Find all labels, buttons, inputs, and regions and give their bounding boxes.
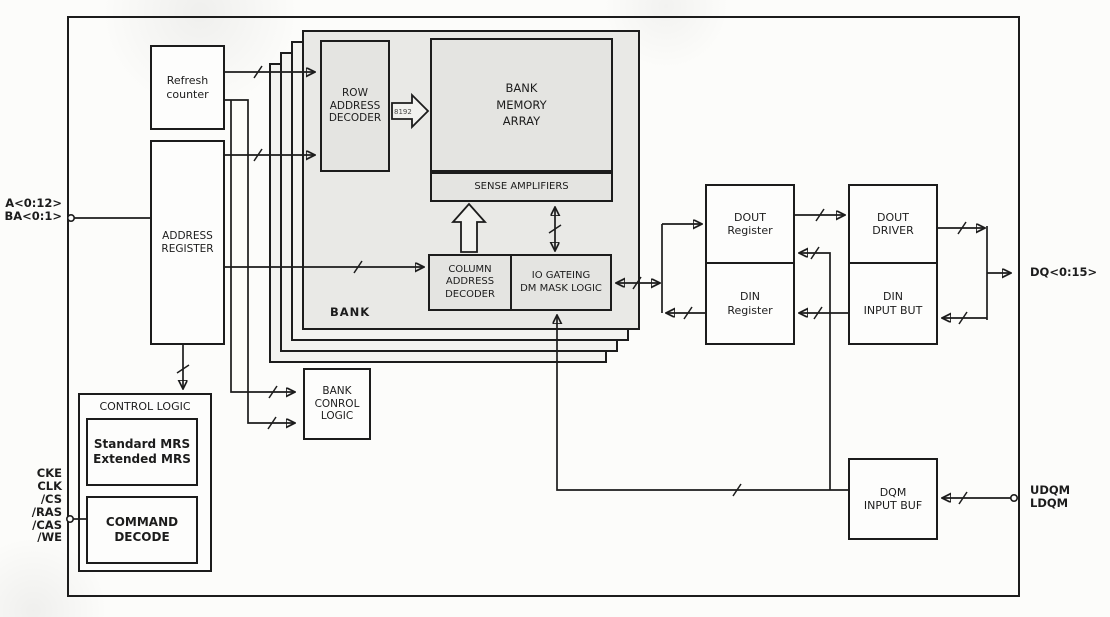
bank-tag-label: BANK xyxy=(330,305,371,319)
dqm-input-buf-block: DQM INPUT BUF xyxy=(848,458,938,540)
din-input-buf-block: DIN INPUT BUT xyxy=(848,262,938,345)
din-input-buf-label: DIN INPUT BUT xyxy=(863,290,923,317)
control-pins-label: CKE CLK /CS /RAS /CAS /WE xyxy=(31,466,62,545)
diagram-border xyxy=(67,16,1020,597)
dqm-pins-label: UDQM LDQM xyxy=(1030,483,1071,510)
bank-control-logic-block: BANK CONROL LOGIC xyxy=(303,368,371,440)
mrs-block: Standard MRS Extended MRS xyxy=(86,418,198,486)
dout-register-label: DOUT Register xyxy=(727,210,773,237)
sense-amplifiers-block: SENSE AMPLIFIERS xyxy=(430,172,613,202)
column-address-decoder-label: COLUMN ADDRESS DECODER xyxy=(445,264,495,300)
bank-memory-array-block: BANK MEMORY ARRAY xyxy=(430,38,613,172)
bank-control-logic-label: BANK CONROL LOGIC xyxy=(314,384,360,423)
bank-memory-array-label: BANK MEMORY ARRAY xyxy=(496,80,547,129)
io-gating-block: IO GATEING DM MASK LOGIC xyxy=(510,254,612,311)
refresh-counter-label: Refresh counter xyxy=(166,74,209,101)
command-decode-block: COMMAND DECODE xyxy=(86,496,198,564)
din-register-label: DIN Register xyxy=(727,290,773,317)
din-register-block: DIN Register xyxy=(705,262,795,345)
row-address-decoder-block: ROW ADDRESS DECODER xyxy=(320,40,390,172)
io-gating-label: IO GATEING DM MASK LOGIC xyxy=(520,270,602,294)
command-decode-label: COMMAND DECODE xyxy=(105,515,179,544)
refresh-counter-block: Refresh counter xyxy=(150,45,225,130)
control-logic-title: CONTROL LOGIC xyxy=(99,400,191,413)
dout-register-block: DOUT Register xyxy=(705,184,795,264)
column-address-decoder-block: COLUMN ADDRESS DECODER xyxy=(428,254,512,311)
dout-driver-block: DOUT DRIVER xyxy=(848,184,938,264)
dout-driver-label: DOUT DRIVER xyxy=(872,210,914,237)
address-register-block: ADDRESS REGISTER xyxy=(150,140,225,345)
address-bus-label: A<0:12> BA<0:1> xyxy=(4,196,62,224)
dqm-input-buf-label: DQM INPUT BUF xyxy=(863,485,923,512)
sense-amplifiers-label: SENSE AMPLIFIERS xyxy=(474,180,569,192)
row-address-decoder-label: ROW ADDRESS DECODER xyxy=(328,86,382,125)
address-register-label: ADDRESS REGISTER xyxy=(161,229,214,255)
mrs-label: Standard MRS Extended MRS xyxy=(93,437,191,466)
data-bus-label: DQ<0:15> xyxy=(1030,265,1098,279)
